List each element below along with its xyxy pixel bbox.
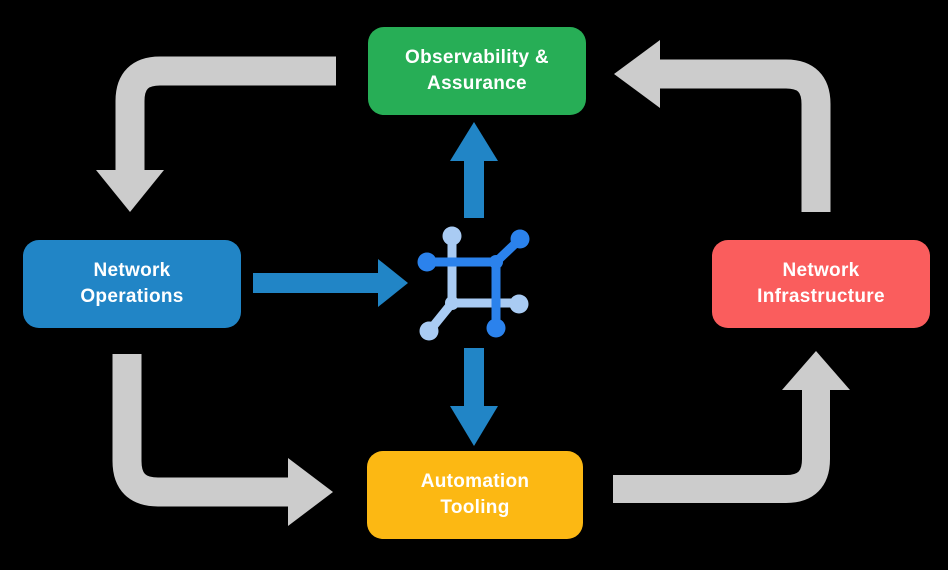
arrow-head-up	[782, 351, 850, 390]
flow-arrow-operations-to-automation	[112, 354, 333, 526]
network-hub-icon	[417, 226, 530, 341]
flow-arrow-infrastructure-to-observability	[614, 40, 831, 212]
icon-node-bottom	[486, 318, 506, 338]
arrow-head-left	[614, 40, 660, 108]
arrow-shaft	[115, 56, 336, 171]
arrow-head-right	[378, 259, 408, 307]
arrow-head-down	[96, 170, 164, 212]
icon-joint-bottom-left	[445, 296, 459, 310]
node-label: Network Operations	[80, 260, 184, 307]
node-network-operations: Network Operations	[23, 240, 241, 328]
icon-node-left	[417, 252, 437, 272]
icon-node-bottom-left	[419, 321, 439, 341]
arrow-shaft	[112, 354, 288, 507]
node-label: Network Infrastructure	[757, 260, 885, 307]
arrow-shaft	[660, 59, 831, 212]
node-observability-assurance: Observability & Assurance	[368, 27, 586, 115]
flow-arrow-observability-to-operations	[96, 56, 336, 212]
flow-arrow-automation-to-infrastructure	[613, 351, 850, 503]
icon-node-right	[509, 294, 529, 314]
arrow-head-up	[450, 122, 498, 161]
arrow-head-down	[450, 406, 498, 446]
node-label: Automation Tooling	[420, 471, 530, 518]
arrow-shaft	[613, 390, 830, 503]
hub-arrow-hub-to-automation	[450, 348, 498, 446]
icon-node-top-right	[510, 229, 530, 249]
hub-arrow-operations-to-hub	[253, 259, 408, 307]
icon-joint-top-right	[489, 255, 503, 269]
hub-arrow-hub-to-observability	[450, 122, 498, 218]
icon-node-top	[442, 226, 462, 246]
node-label: Observability & Assurance	[405, 47, 549, 94]
node-automation-tooling: Automation Tooling	[367, 451, 583, 539]
arrow-head-right	[288, 458, 333, 526]
node-network-infrastructure: Network Infrastructure	[712, 240, 930, 328]
